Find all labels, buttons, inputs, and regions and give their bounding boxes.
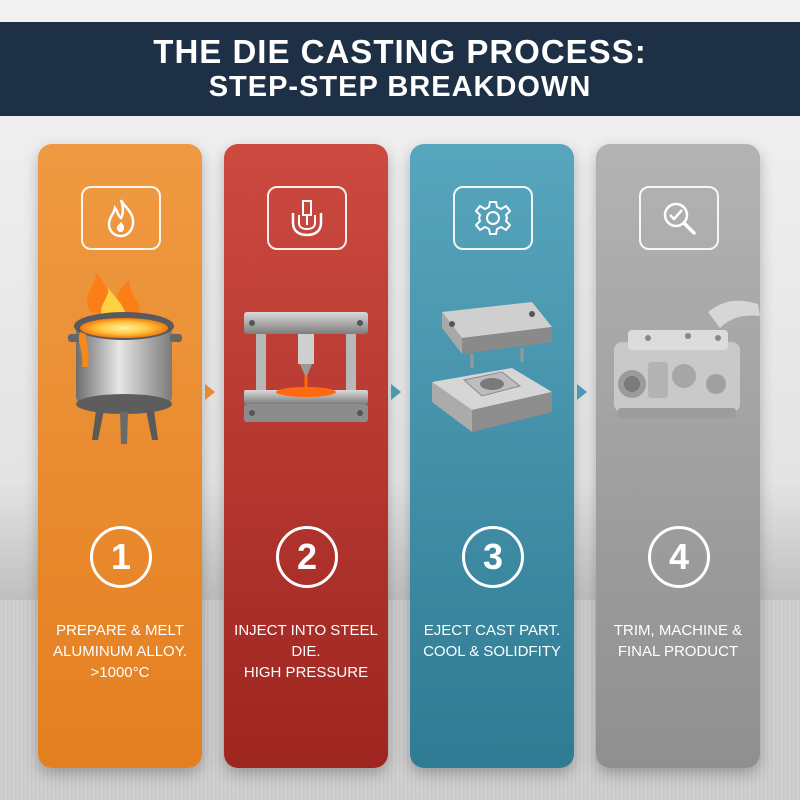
step-number-3: 3: [462, 526, 524, 588]
step-3-line-1: EJECT CAST PART.: [423, 622, 561, 639]
arrow-right-icon: [391, 384, 401, 400]
die-press-illustration: [244, 312, 368, 422]
title-line-2: STEP-STEP BREAKDOWN: [208, 71, 592, 104]
step-card-3: 3 EJECT CAST PART. COOL & SOLIDFITY: [410, 144, 574, 768]
arrow-right-icon: [205, 384, 215, 400]
step-description-1: PREPARE & MELT ALUMINUM ALLOY. >1000°C: [42, 620, 198, 683]
open-die-mold-illustration: [432, 302, 552, 432]
step-card-1: 1 PREPARE & MELT ALUMINUM ALLOY. >1000°C: [38, 144, 202, 768]
melting-pot-illustration: [68, 272, 182, 444]
step-number-4: 4: [648, 526, 710, 588]
step-2-line-1: INJECT INTO STEEL: [234, 622, 378, 639]
engine-block-illustration: [614, 300, 760, 418]
step-2-line-2: DIE.: [291, 643, 321, 660]
step-description-4: TRIM, MACHINE & FINAL PRODUCT: [600, 620, 756, 662]
step-description-3: EJECT CAST PART. COOL & SOLIDFITY: [414, 620, 570, 662]
arrow-right-icon: [577, 384, 587, 400]
step-number-2: 2: [276, 526, 338, 588]
step-card-4: 4 TRIM, MACHINE & FINAL PRODUCT: [596, 144, 760, 768]
step-1-line-1: PREPARE & MELT: [56, 622, 184, 639]
step-1-line-2: ALUMINUM ALLOY.: [53, 643, 187, 660]
step-number-1: 1: [90, 526, 152, 588]
gear-icon: [453, 186, 533, 250]
step-card-2: 2 INJECT INTO STEEL DIE. HIGH PRESSURE: [224, 144, 388, 768]
step-2-line-3: HIGH PRESSURE: [243, 664, 369, 681]
injection-nozzle-icon: [267, 186, 347, 250]
title-line-1: THE DIE CASTING PROCESS:: [153, 33, 647, 71]
step-description-2: INJECT INTO STEEL DIE. HIGH PRESSURE: [228, 620, 384, 683]
title-banner: THE DIE CASTING PROCESS: STEP-STEP BREAK…: [0, 22, 800, 116]
step-1-line-3: >1000°C: [90, 664, 150, 681]
step-4-line-1: TRIM, MACHINE &: [613, 622, 743, 639]
step-4-line-2: FINAL PRODUCT: [617, 643, 739, 660]
step-3-line-2: COOL & SOLIDFITY: [423, 643, 561, 660]
magnifier-check-icon: [639, 186, 719, 250]
flame-icon: [81, 186, 161, 250]
